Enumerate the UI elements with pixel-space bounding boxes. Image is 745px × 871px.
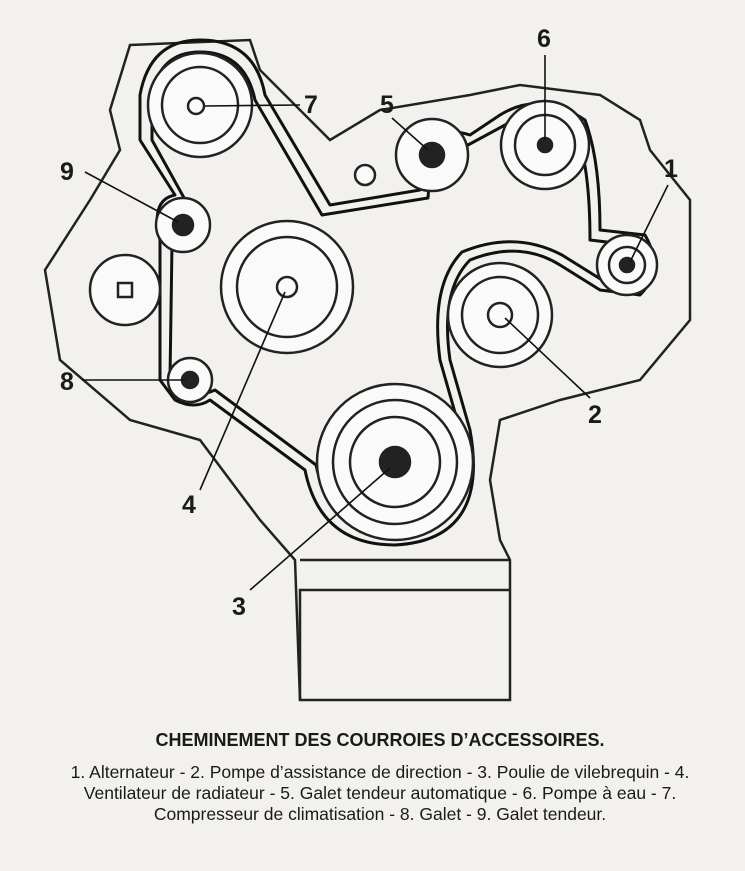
callout-1: 1	[664, 155, 678, 183]
pulley-3-crankshaft	[315, 382, 475, 542]
pulley-1-alternator	[595, 233, 659, 297]
pulley-6-water-pump	[499, 99, 591, 191]
engine-block-outline	[43, 38, 692, 702]
pulley-8-idler	[166, 356, 214, 404]
callout-3: 3	[232, 593, 246, 621]
engine-mount	[88, 253, 162, 327]
pulley-9-tensioner	[154, 196, 212, 254]
caption-title: CHEMINEMENT DES COURROIES D’ACCESSOIRES.	[155, 730, 605, 750]
pulley-5-auto-tensioner	[353, 117, 470, 193]
callout-6: 6	[537, 25, 551, 53]
callout-8: 8	[60, 368, 74, 396]
caption-legend: 1. Alternateur - 2. Pompe d’assistance d…	[70, 762, 690, 824]
callout-5: 5	[380, 91, 394, 119]
leader-lines	[82, 55, 669, 591]
callout-9: 9	[60, 158, 74, 186]
callout-2: 2	[588, 401, 602, 429]
pulley-7-ac-compressor	[146, 51, 254, 159]
pulley-2-power-steering	[446, 261, 554, 369]
callout-4: 4	[182, 491, 196, 519]
callout-7: 7	[304, 91, 318, 119]
pulley-4-radiator-fan	[219, 219, 355, 355]
oil-sump	[298, 558, 510, 700]
